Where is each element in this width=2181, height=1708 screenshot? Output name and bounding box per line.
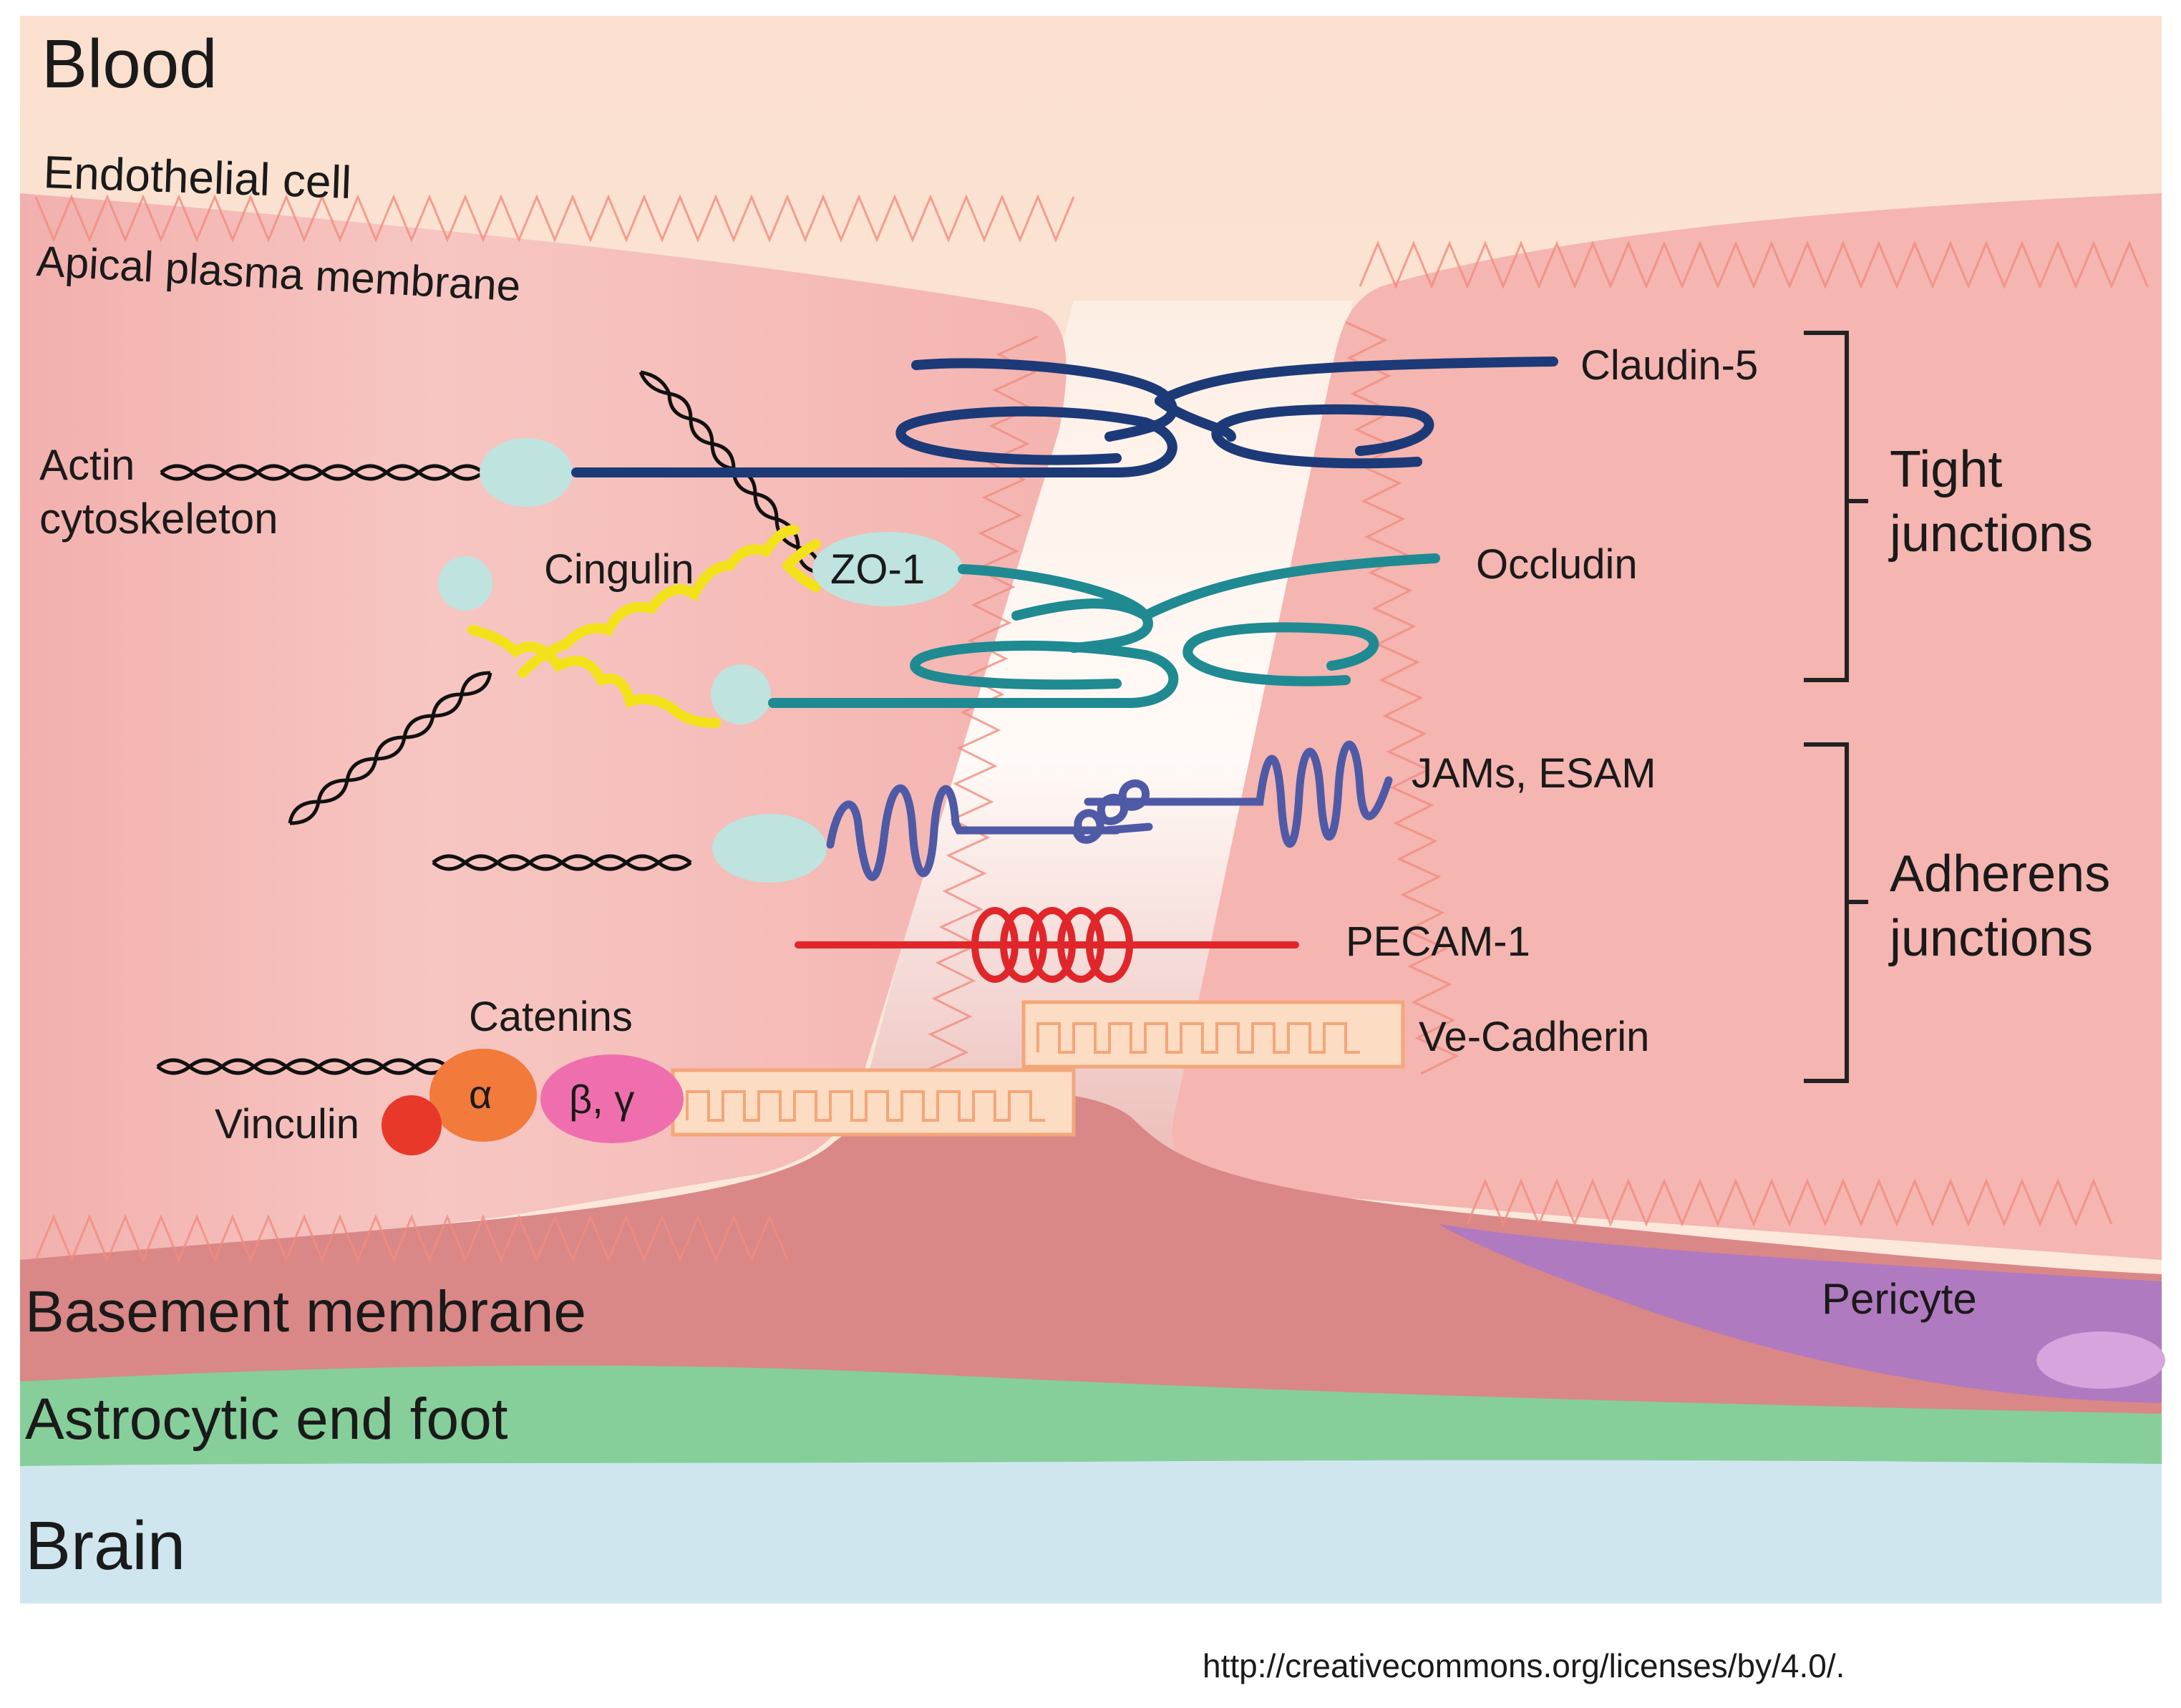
pecam-1-label: PECAM-1 [1346, 918, 1530, 965]
ve-cadherin [671, 1000, 1405, 1137]
jams-esam-strands [826, 740, 1393, 881]
cingulin-adaptor-bottom [711, 664, 771, 724]
astrocyte-region [20, 1365, 2162, 1471]
ve-cadherin-right [1021, 1000, 1405, 1069]
cingulin-adaptor-top [438, 556, 492, 611]
basement-membrane-label: Basement membrane [25, 1279, 586, 1344]
cingulin-label: Cingulin [544, 546, 694, 593]
adherens-junction-bracket [1804, 742, 1868, 1083]
occludin-strands [768, 553, 1440, 708]
astrocytic-end-foot-label: Astrocytic end foot [25, 1387, 508, 1452]
pericyte-nucleus [2036, 1331, 2165, 1389]
intercellular-cleft [830, 301, 1353, 1217]
catenins-label: Catenins [469, 994, 633, 1040]
pericyte-label: Pericyte [1822, 1275, 1977, 1323]
license-credit: http://creativecommons.org/licenses/by/4… [1203, 1647, 1845, 1684]
tight-junctions-label-line1: Tight [1890, 441, 2002, 498]
basement-membrane-region [20, 1092, 2162, 1432]
tight-junction-bracket [1804, 331, 1868, 682]
alpha-label: α [469, 1072, 492, 1117]
pericyte-cell [1439, 1224, 2162, 1403]
occludin-label: Occludin [1476, 541, 1638, 588]
blood-label: Blood [42, 26, 218, 102]
alpha-catenin [429, 1049, 537, 1142]
actin-adaptor-1 [480, 438, 573, 507]
zo1-oval [812, 532, 963, 606]
cingulin-molecules [467, 525, 821, 728]
claudin-5-strands [571, 356, 1558, 477]
beta-gamma-label: β, γ [569, 1077, 634, 1122]
endothelial-cell-label: Endothelial cell [43, 146, 353, 208]
brackets [1804, 331, 1868, 1083]
beta-gamma-catenin [540, 1054, 684, 1143]
jam-adaptor [712, 814, 827, 883]
tight-junctions-label-line2: junctions [1888, 505, 2093, 563]
ve-cadherin-left [671, 1068, 1076, 1137]
adaptor-proteins [438, 438, 963, 883]
ve-cadherin-label: Ve-Cadherin [1419, 1014, 1649, 1060]
vinculin-dot [382, 1095, 442, 1155]
pecam-1 [795, 907, 1299, 983]
claudin-5-label: Claudin-5 [1580, 342, 1758, 389]
membrane-zigzags [34, 194, 2149, 1263]
brain-label: Brain [25, 1508, 185, 1584]
adherens-junctions-label-line1: Adherens [1890, 845, 2110, 903]
zo1-label: ZO-1 [830, 546, 925, 593]
actin-label-line2: cytoskeleton [39, 495, 278, 543]
brain-region [20, 1460, 2162, 1603]
jams-esam-label: JAMs, ESAM [1412, 750, 1656, 797]
left-endothelial-cell [20, 193, 1067, 1274]
vinculin-label: Vinculin [215, 1101, 359, 1147]
adherens-junctions-label-line2: junctions [1888, 910, 2093, 967]
actin-label-line1: Actin [39, 441, 135, 489]
